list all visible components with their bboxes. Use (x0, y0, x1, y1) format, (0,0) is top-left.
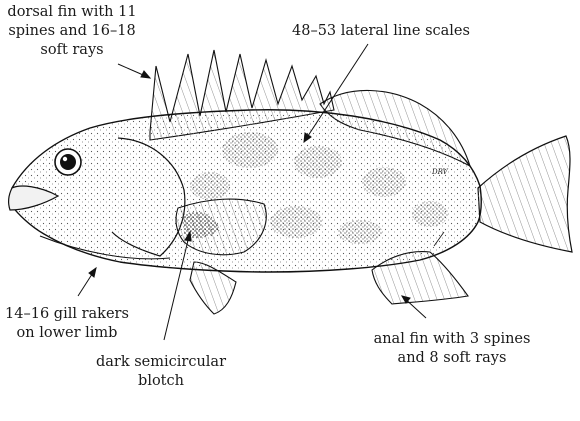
caudal-fin (478, 136, 572, 252)
label-blotch: dark semicircular blotch (76, 353, 246, 391)
label-dorsal-fin: dorsal fin with 11 spines and 16–18 soft… (2, 3, 142, 60)
label-lateral-line: 48–53 lateral line scales (292, 22, 470, 41)
label-anal-fin: anal fin with 3 spines and 8 soft rays (346, 330, 558, 368)
artist-signature: DRV (431, 168, 449, 176)
label-gill-rakers: 14–16 gill rakers on lower limb (2, 305, 132, 343)
